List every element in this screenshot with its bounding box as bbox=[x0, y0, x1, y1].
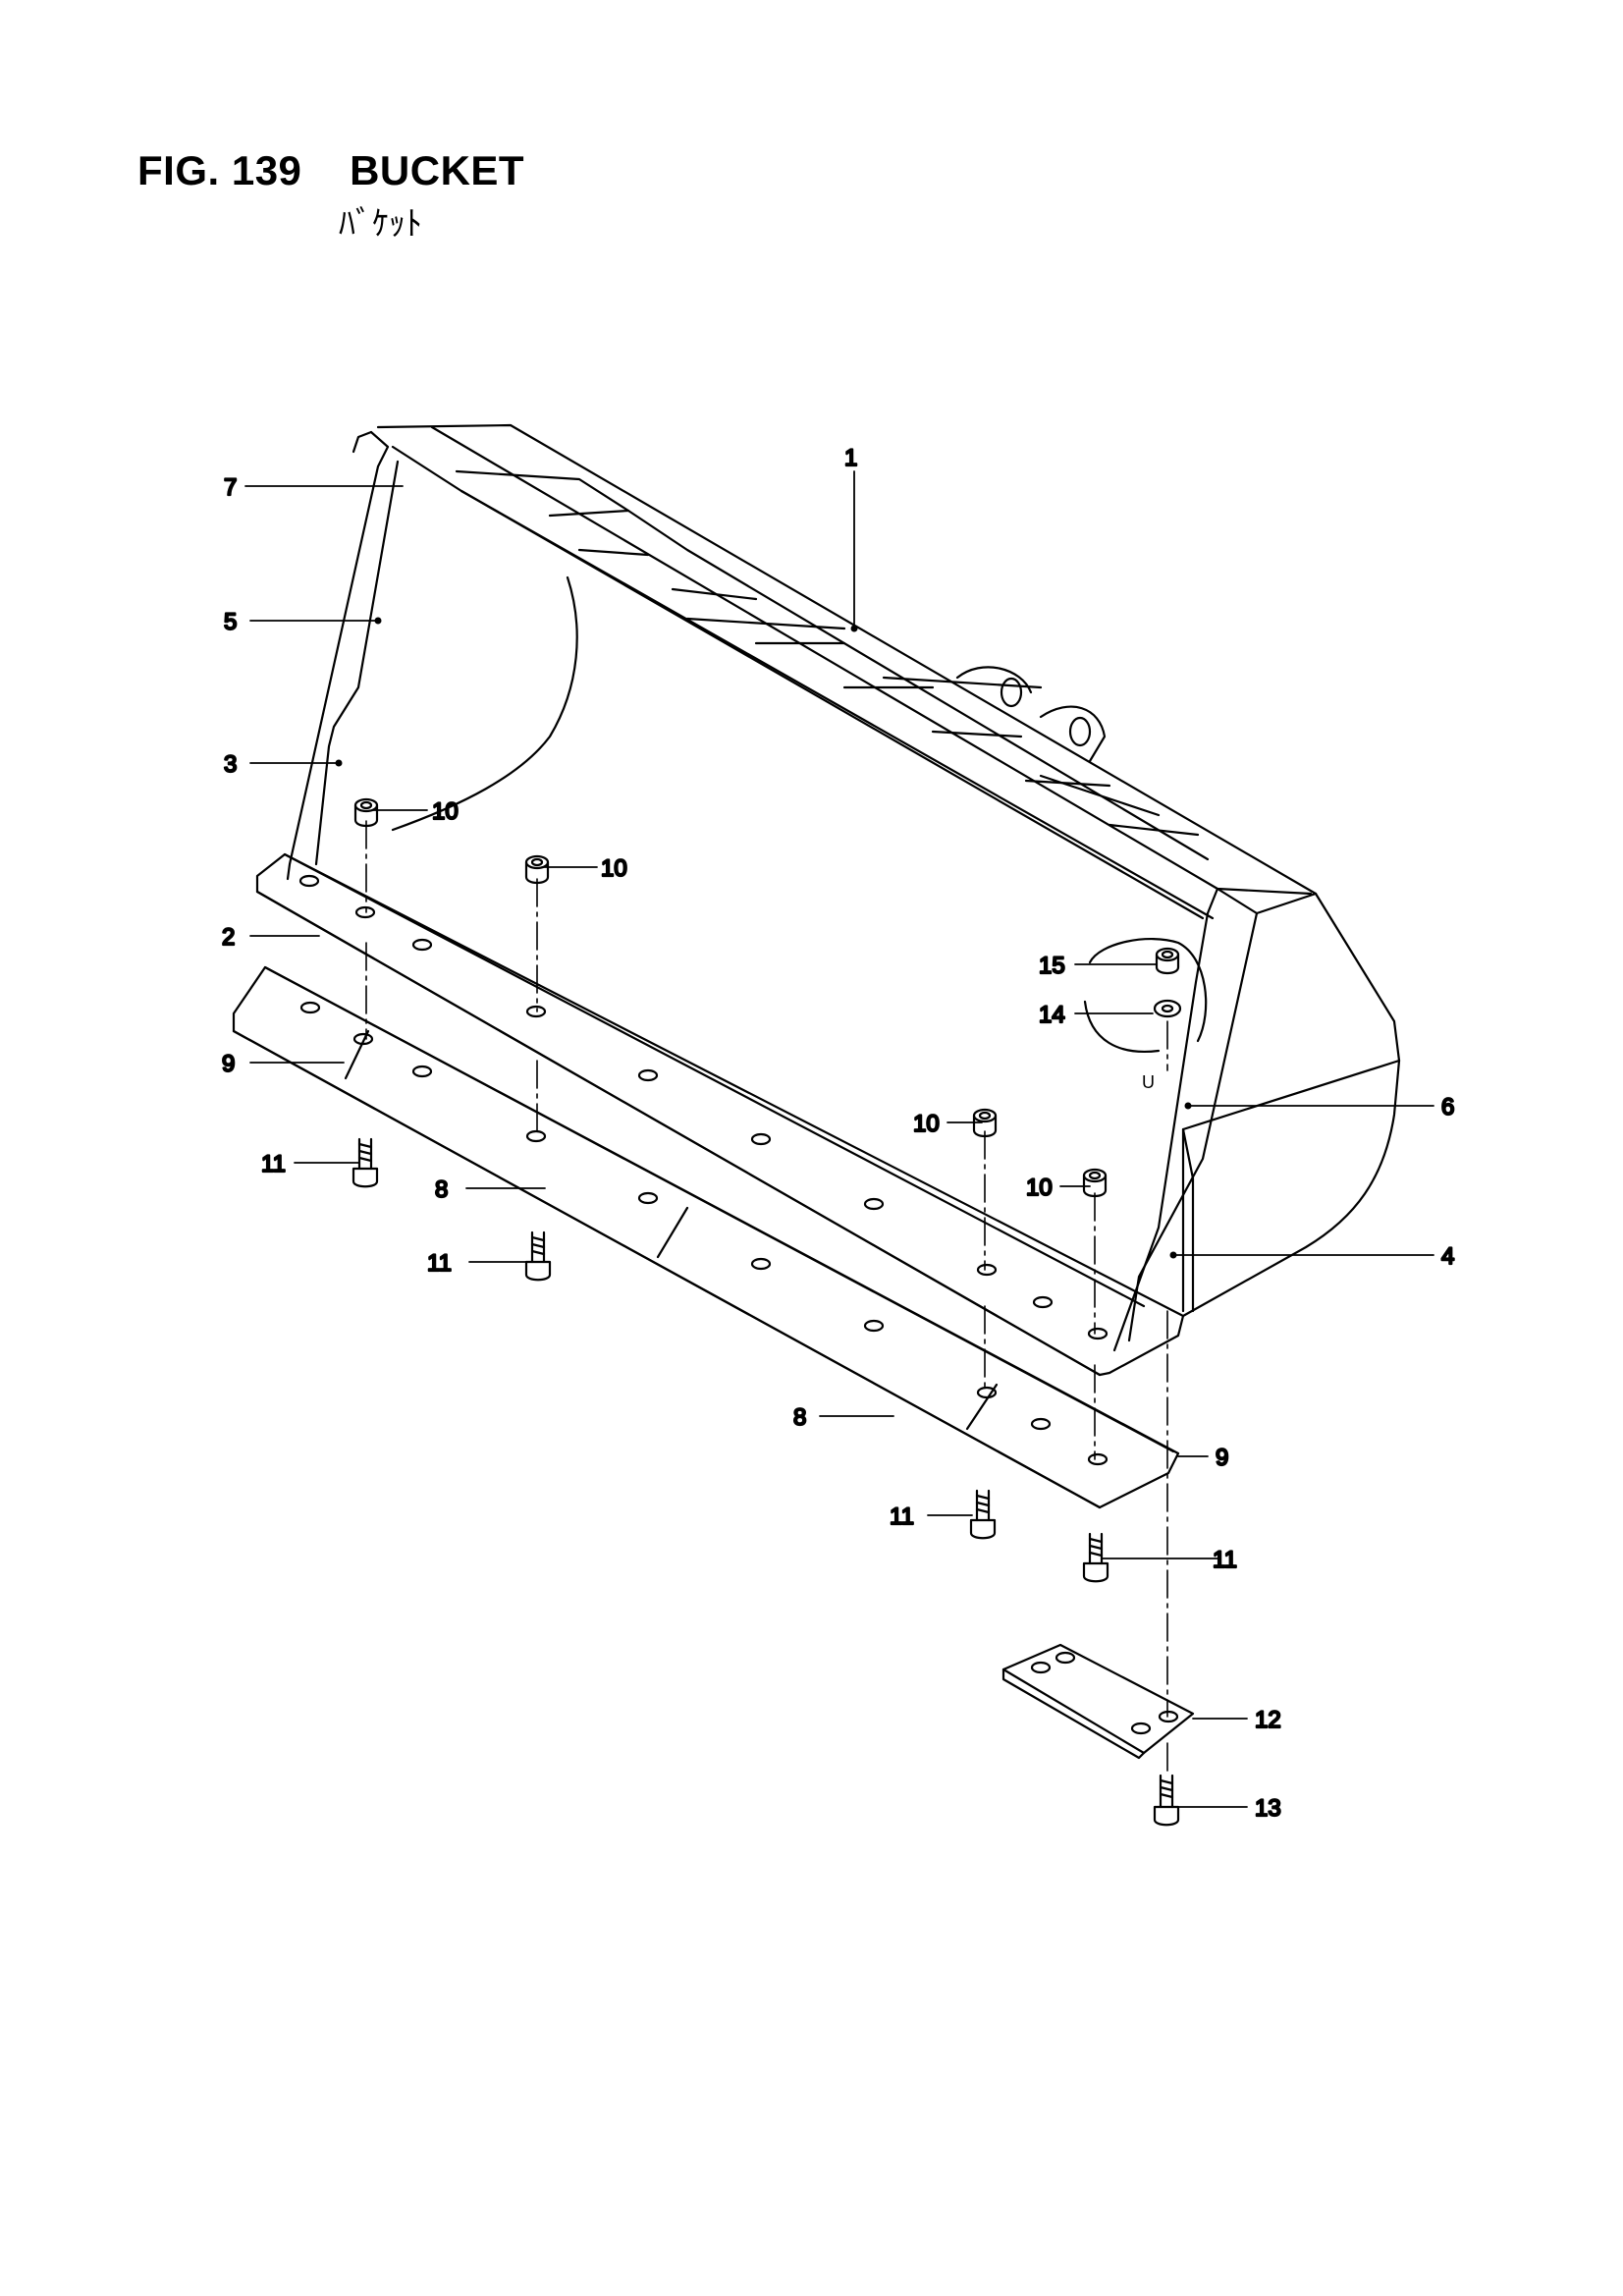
callout-11a: 11 bbox=[261, 1151, 286, 1177]
callout-11c: 11 bbox=[890, 1503, 914, 1530]
callout-13: 13 bbox=[1255, 1795, 1281, 1822]
callout-8a: 8 bbox=[435, 1176, 448, 1203]
figure-number: FIG. 139 bbox=[137, 147, 302, 193]
nut-icon bbox=[1155, 947, 1180, 975]
callout-7: 7 bbox=[224, 474, 237, 501]
callout-10c: 10 bbox=[913, 1111, 940, 1137]
leader-dots bbox=[335, 617, 1192, 1259]
figure-subtitle: ﾊﾞｹｯﾄ bbox=[339, 204, 422, 244]
callout-11d: 11 bbox=[1213, 1547, 1237, 1573]
svg-text:U: U bbox=[1142, 1072, 1155, 1092]
callout-10a: 10 bbox=[432, 798, 459, 825]
callout-15: 15 bbox=[1039, 953, 1065, 979]
assembly-lines bbox=[365, 820, 1168, 1777]
washer-icon bbox=[1153, 999, 1182, 1018]
callout-10b: 10 bbox=[601, 855, 627, 882]
bolts bbox=[352, 1137, 1180, 1827]
edge-segments bbox=[232, 965, 1180, 1509]
callout-6: 6 bbox=[1441, 1094, 1454, 1121]
bolt-icon bbox=[524, 1230, 552, 1282]
callout-9b: 9 bbox=[1216, 1445, 1228, 1471]
callout-labels: 1 2 3 4 5 6 7 8 8 9 9 10 10 10 10 11 11 … bbox=[221, 444, 1456, 1823]
callout-2: 2 bbox=[222, 924, 235, 951]
callout-4: 4 bbox=[1441, 1243, 1454, 1270]
callout-12: 12 bbox=[1255, 1707, 1281, 1733]
bolt-icon bbox=[1153, 1774, 1180, 1827]
callout-5: 5 bbox=[224, 609, 237, 635]
callout-11b: 11 bbox=[427, 1250, 452, 1277]
callout-10d: 10 bbox=[1026, 1175, 1053, 1201]
bucket-body: U bbox=[255, 423, 1401, 1377]
callout-8b: 8 bbox=[793, 1404, 806, 1431]
bolt-icon bbox=[352, 1137, 379, 1188]
figure-name: BUCKET bbox=[350, 147, 525, 193]
figure-title: FIG. 139 BUCKET bbox=[137, 147, 524, 194]
callout-9a: 9 bbox=[222, 1051, 235, 1077]
bolt-icon bbox=[969, 1489, 997, 1540]
leader-lines bbox=[244, 470, 1434, 1808]
callout-14: 14 bbox=[1039, 1002, 1065, 1028]
wear-plate bbox=[1001, 1643, 1195, 1760]
nut-icon bbox=[1082, 1168, 1108, 1198]
callout-1: 1 bbox=[844, 445, 857, 471]
callout-3: 3 bbox=[224, 751, 237, 778]
